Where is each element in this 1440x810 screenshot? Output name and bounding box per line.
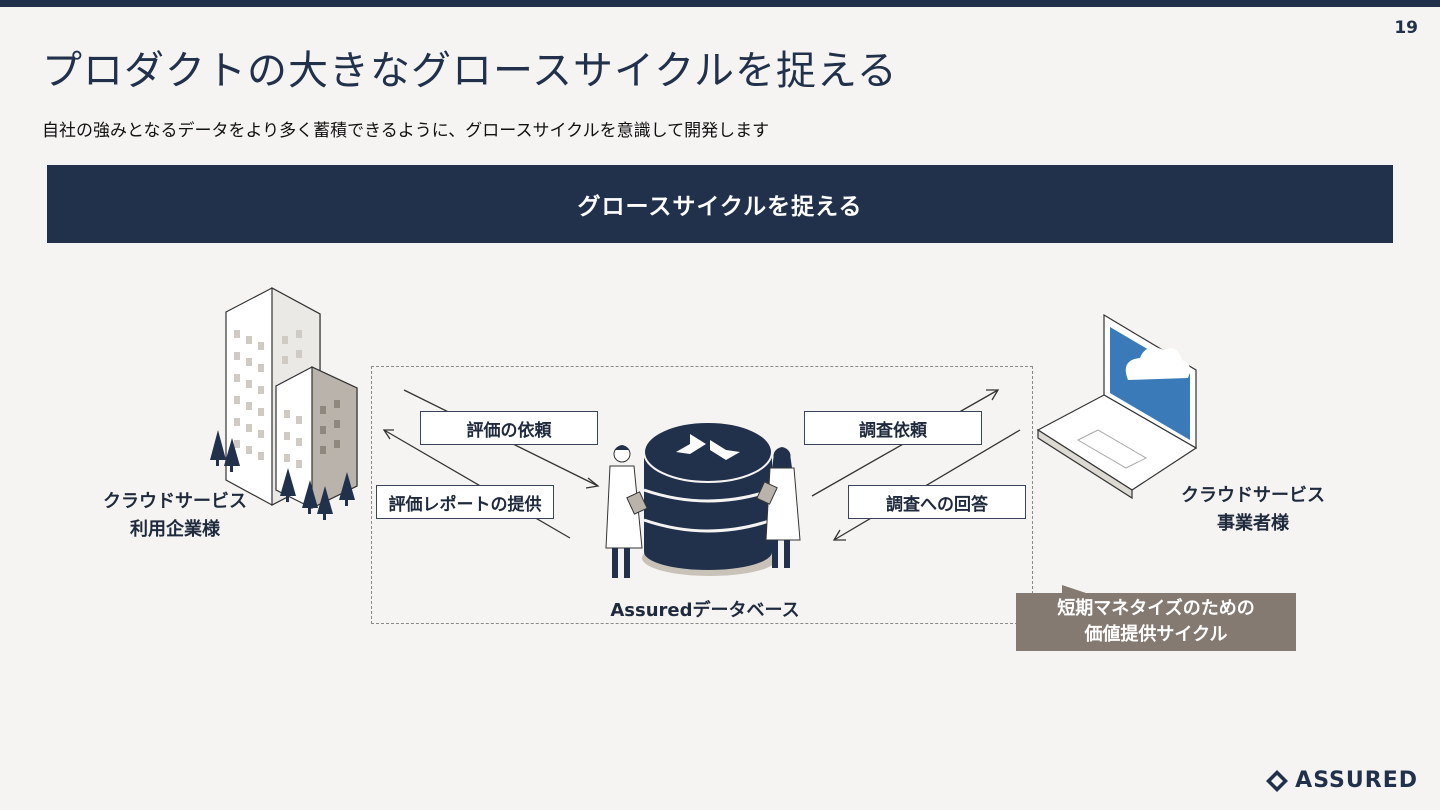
flow-label-survey-answer: 調査への回答: [848, 485, 1026, 519]
logo-text: ASSURED: [1295, 768, 1418, 793]
cycle-boundary: [371, 366, 1033, 624]
flow-label-eval-request: 評価の依頼: [420, 411, 598, 445]
building-icon: [225, 286, 358, 509]
assured-logo: ASSURED: [1265, 768, 1418, 793]
database-label: Assuredデータベース: [610, 600, 800, 621]
flow-label-survey-request: 調査依頼: [804, 411, 982, 445]
laptop-icon: [1036, 313, 1198, 500]
cycle-callout: 短期マネタイズのための 価値提供サイクル: [1016, 593, 1296, 651]
person-icon: [605, 445, 648, 578]
left-entity-line1: クラウドサービス: [103, 491, 247, 512]
tree-icons: [210, 430, 355, 520]
page-title: プロダクトの大きなグロースサイクルを捉える: [42, 48, 898, 94]
cycle-line1: 短期マネタイズのための: [1057, 598, 1255, 619]
right-entity-line2: 事業者様: [1217, 513, 1289, 534]
page-number: 19: [1394, 18, 1418, 38]
cycle-line2: 価値提供サイクル: [1084, 624, 1228, 645]
flow-label-eval-report: 評価レポートの提供: [376, 485, 554, 519]
left-entity-label: クラウドサービス 利用企業様: [80, 488, 270, 544]
right-entity-line1: クラウドサービス: [1181, 485, 1325, 506]
page-subtitle: 自社の強みとなるデータをより多く蓄積できるように、グロースサイクルを意識して開発…: [42, 121, 770, 141]
person-icon: [756, 447, 801, 568]
assured-logo-icon: [1266, 769, 1289, 792]
top-accent-bar: [0, 0, 1440, 7]
cycle-tab-icon: [1062, 585, 1086, 593]
cloud-icon: [1125, 347, 1190, 380]
section-banner: グロースサイクルを捉える: [47, 165, 1393, 243]
database-icon: [642, 421, 778, 576]
left-entity-line2: 利用企業様: [130, 519, 220, 540]
right-entity-label: クラウドサービス 事業者様: [1158, 482, 1348, 538]
